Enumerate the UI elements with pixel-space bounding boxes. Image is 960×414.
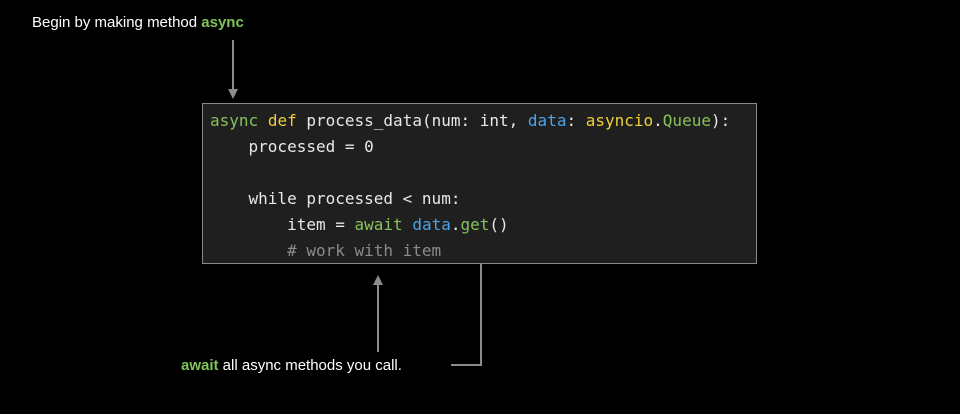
data-object: data <box>412 215 451 234</box>
method-dot: . <box>450 215 461 234</box>
call-parens: () <box>489 215 509 234</box>
type-dot: . <box>653 111 663 130</box>
function-signature: process_data(num: int, <box>306 111 528 130</box>
code-line-3 <box>210 160 756 186</box>
item-assign: item = <box>210 215 355 234</box>
code-line-2: processed = 0 <box>210 137 374 156</box>
param-colon: : <box>566 111 586 130</box>
async-keyword: async <box>210 111 259 130</box>
code-line-6-comment: # work with item <box>210 241 442 260</box>
param-data: data <box>527 111 567 130</box>
code-line-4: while processed < num: <box>210 189 461 208</box>
await-keyword: await <box>354 215 403 234</box>
type-module: asyncio <box>585 111 654 130</box>
type-queue: Queue <box>662 111 711 130</box>
arrow-to-async <box>228 40 238 99</box>
get-method: get <box>460 215 490 234</box>
top-annotation-keyword: async <box>201 14 244 31</box>
bottom-annotation-text: all async methods you call. <box>218 357 402 374</box>
code-line-1: async def process_data(num: int, data: a… <box>210 108 756 134</box>
top-annotation-text: Begin by making method <box>32 14 202 31</box>
def-keyword: def <box>267 111 297 130</box>
bottom-annotation: await all async methods you call. <box>181 357 402 374</box>
code-block: async def process_data(num: int, data: a… <box>202 103 757 264</box>
arrow-to-await <box>373 275 383 352</box>
bottom-annotation-keyword: await <box>181 357 219 374</box>
signature-close: ): <box>710 111 731 130</box>
top-annotation: Begin by making method async <box>32 14 244 31</box>
code-line-5: item = await data.get() <box>210 212 756 238</box>
